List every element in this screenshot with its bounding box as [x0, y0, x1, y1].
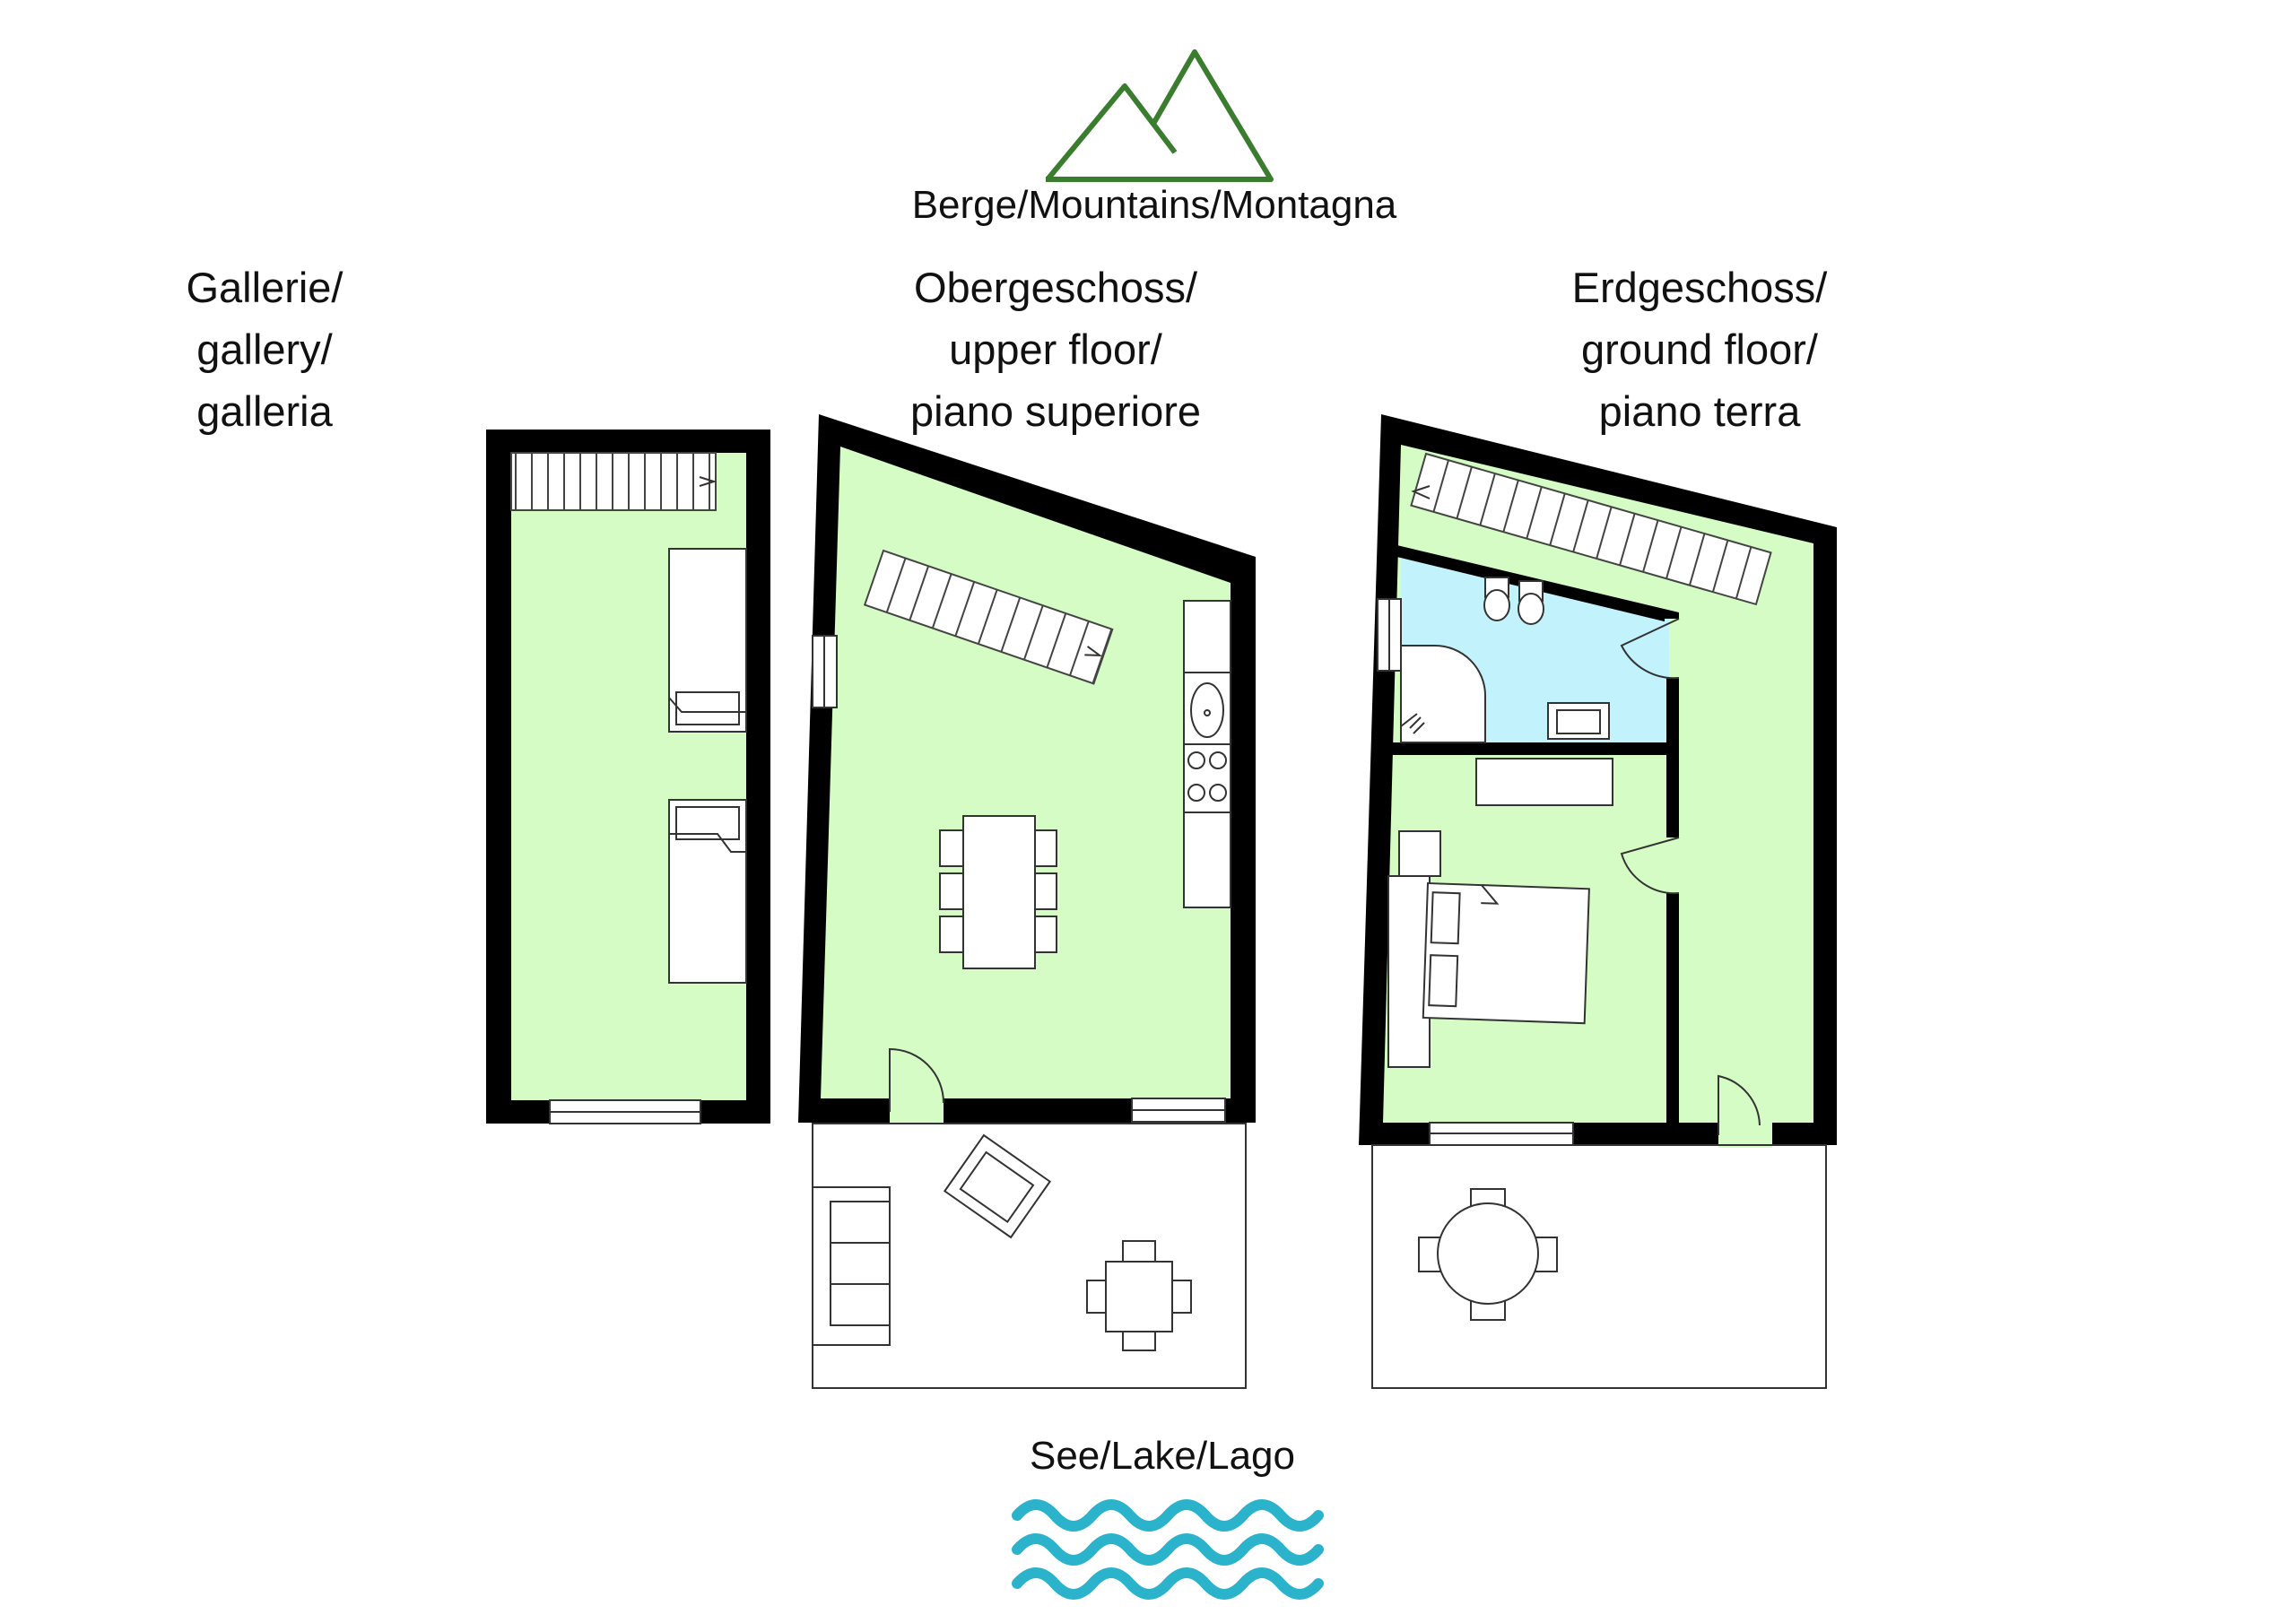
interior-wall: [1386, 742, 1679, 755]
floor-label-line: ground floor/: [1581, 325, 1819, 373]
ground-floor-plan: [1359, 414, 1837, 1148]
stove: [1183, 743, 1231, 813]
pillow: [675, 691, 740, 725]
terrace-table: [1105, 1261, 1173, 1332]
upper-floor-plan: [798, 414, 1256, 1124]
mountains-icon: [1045, 49, 1274, 182]
ground-terrace: [1371, 1144, 1827, 1389]
dining-chair: [1032, 872, 1057, 910]
dining-chair: [1032, 829, 1057, 867]
floor-label-line: upper floor/: [949, 325, 1163, 373]
gallery-stairs: [510, 452, 717, 511]
upper-terrace: [812, 1123, 1247, 1389]
wave-line: [1012, 1499, 1324, 1532]
floor-label-line: Obergeschoss/: [914, 264, 1198, 311]
mountain-outline: [1046, 49, 1274, 182]
floor-label-line: piano superiore: [910, 387, 1201, 435]
floor-label-line: Erdgeschoss/: [1572, 264, 1829, 311]
floor-label-line: galleria: [196, 387, 333, 435]
upper-stairs: [863, 549, 1114, 685]
waves-icon: [1012, 1499, 1324, 1600]
round-table: [1437, 1202, 1539, 1305]
door-swing: [889, 1047, 944, 1112]
dresser: [1475, 758, 1613, 806]
nightstand: [1398, 830, 1441, 877]
pillow: [1428, 954, 1459, 1008]
wave-line: [1012, 1567, 1324, 1600]
mountains-label: Berge/Mountains/Montagna: [912, 183, 1397, 227]
wave-line: [1012, 1533, 1324, 1566]
door-swing: [1718, 1074, 1761, 1135]
gallery-plan: [486, 430, 770, 1124]
terrace-chair: [1122, 1240, 1156, 1263]
ground-stairs: [1410, 452, 1772, 606]
door-swing: [1620, 618, 1680, 680]
dining-chair: [939, 829, 964, 867]
fridge: [1183, 600, 1231, 673]
kitchen-counter: [1183, 812, 1231, 908]
door-swing: [1620, 837, 1680, 895]
terrace-outline: [1371, 1144, 1827, 1389]
pillow: [1430, 891, 1461, 945]
floor-label-line: Gallerie/: [186, 264, 344, 311]
dining-chair: [939, 916, 964, 953]
dining-chair: [939, 872, 964, 910]
floor-label-line: gallery/: [196, 325, 333, 373]
mountain-outline: [1045, 83, 1178, 181]
dining-chair: [1032, 916, 1057, 953]
wardrobe: [1387, 875, 1431, 1068]
dining-table: [962, 815, 1036, 969]
label-gallery: Gallerie/ gallery/ galleria: [186, 264, 344, 435]
label-ground-floor: Erdgeschoss/ ground floor/ piano terra: [1572, 264, 1829, 435]
lake-label: See/Lake/Lago: [1030, 1434, 1295, 1478]
double-bed: [1422, 881, 1590, 1025]
shower: [1400, 645, 1486, 743]
floor-label-line: piano terra: [1599, 387, 1802, 435]
upper-door-gap: [890, 1094, 944, 1124]
label-upper-floor: Obergeschoss/ upper floor/ piano superio…: [910, 264, 1201, 435]
